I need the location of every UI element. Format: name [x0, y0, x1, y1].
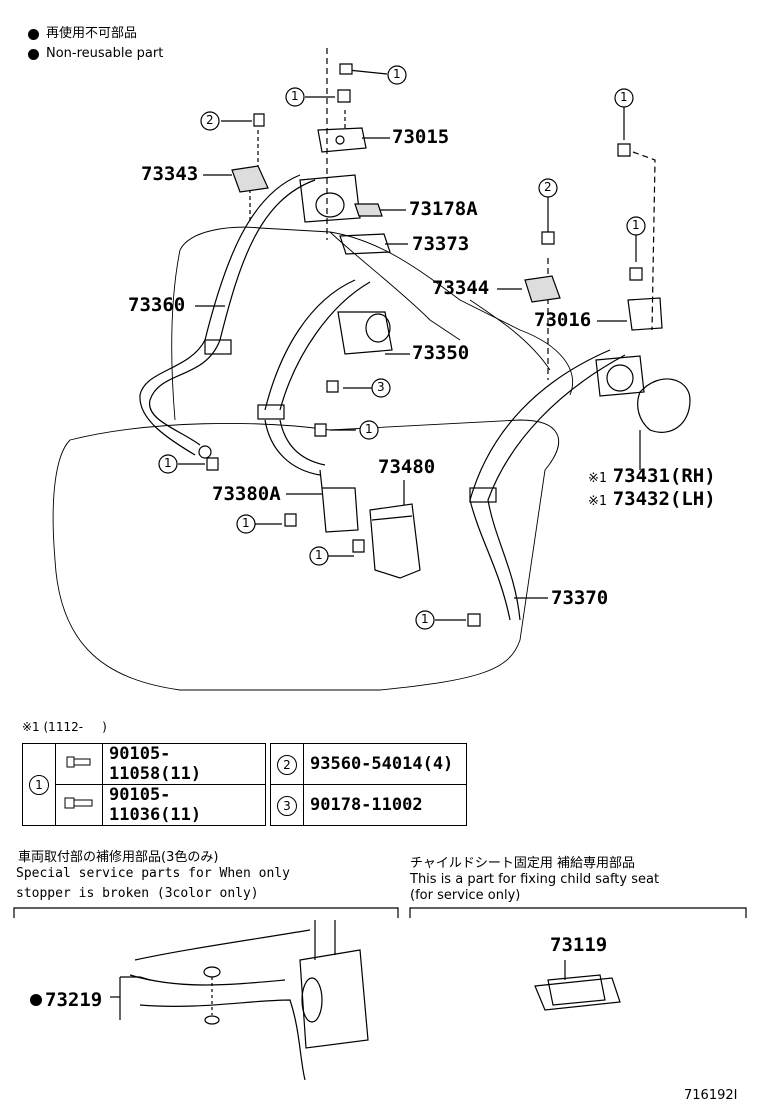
part-label-73431: ※1 73431(RH)	[588, 465, 716, 487]
bolt-icon	[314, 423, 327, 437]
left-note-title: 車両取付部の補修用部品(3色のみ)	[18, 850, 219, 865]
bom-cell-icon	[55, 784, 103, 826]
bottom-panels	[13, 907, 747, 918]
bolt-icon	[326, 380, 339, 393]
callout-1: 1	[365, 422, 373, 436]
callout-1: 1	[164, 456, 172, 470]
bolt-icon	[337, 89, 351, 103]
bom-cell-callout: 1	[22, 743, 56, 826]
legend-row-jp: 再使用不可部品	[28, 24, 163, 44]
non-reusable-dot-icon	[28, 28, 39, 40]
part-73431-text: 73431(RH)	[612, 465, 716, 487]
callout-1: 1	[242, 516, 250, 530]
part-73432-text: 73432(LH)	[612, 488, 716, 510]
part-label-73343: 73343	[141, 163, 199, 185]
seat-outline	[52, 226, 573, 691]
bom-table: 1 90105-11058(11) 2 93560-54014(4) 90105…	[22, 743, 467, 826]
part-73016-bracket	[627, 297, 663, 331]
bolt-icon	[339, 63, 353, 75]
callout-1-circle: 1	[29, 775, 49, 795]
part-label-73350: 73350	[412, 342, 470, 364]
bolt-icon	[284, 513, 297, 527]
part-label-73370: 73370	[551, 587, 609, 609]
left-note-line-2: stopper is broken (3color only)	[16, 886, 259, 901]
note-mark: ※1	[588, 471, 607, 486]
callout-2: 2	[544, 180, 552, 194]
part-label-73119: 73119	[550, 934, 608, 956]
bolt-icon	[467, 613, 481, 627]
callout-2: 2	[206, 113, 214, 127]
part-73373-plate	[339, 233, 391, 255]
non-reusable-dot-icon	[28, 48, 39, 60]
callout-3: 3	[377, 380, 385, 394]
table-row: 90105-11036(11) 3 90178-11002	[23, 784, 467, 826]
right-note-line-1: This is a part for fixing child safty se…	[410, 872, 660, 887]
callout-2-circle: 2	[277, 754, 297, 775]
bom-cell-icon	[55, 743, 103, 785]
part-label-73016: 73016	[534, 309, 592, 331]
figure-id: 716192I	[684, 1088, 738, 1103]
legend-en-text: Non-reusable part	[46, 46, 164, 61]
part-label-73219: 73219	[30, 989, 102, 1011]
bom-cell-callout: 2	[270, 743, 304, 785]
part-73015-bracket	[317, 127, 367, 153]
non-reusable-dot-icon	[30, 994, 42, 1006]
bolt-icon	[629, 267, 643, 281]
part-73178A-label	[354, 203, 383, 217]
part-label-73380A: 73380A	[212, 483, 281, 505]
part-label-73480: 73480	[378, 456, 436, 478]
note-mark: ※1	[588, 494, 607, 509]
part-73380A-buckle	[319, 469, 359, 533]
legend-jp-text: 再使用不可部品	[46, 26, 138, 41]
callout-1: 1	[620, 90, 628, 104]
part-label-73360: 73360	[128, 294, 186, 316]
callout-1: 1	[315, 548, 323, 562]
bom-cell-part: 93560-54014(4)	[303, 743, 467, 785]
flange-bolt-icon	[66, 756, 91, 768]
right-note-line-2: (for service only)	[410, 888, 521, 903]
bolt-icon	[206, 457, 219, 471]
callout-3-circle: 3	[277, 795, 297, 816]
leader-lines	[178, 48, 656, 621]
part-73344-cover	[524, 275, 561, 303]
bom-cell-part: 90105-11036(11)	[102, 784, 266, 826]
legend-row-en: Non-reusable part	[28, 44, 163, 64]
part-label-73432: ※1 73432(LH)	[588, 488, 716, 510]
part-73370-belt	[469, 349, 645, 621]
bolts	[206, 63, 643, 627]
part-label-73344: 73344	[432, 277, 490, 299]
bolt-icon	[541, 231, 555, 245]
callout-1: 1	[421, 612, 429, 626]
part-73343-cover	[231, 165, 269, 193]
right-note-title: チャイルドシート固定用 補給専用部品	[410, 856, 636, 871]
bolt-icon	[617, 143, 631, 157]
note-1-text: ※1 (1112- )	[22, 720, 107, 734]
part-73119-sketch	[534, 960, 621, 1011]
part-label-73178A: 73178A	[409, 198, 478, 220]
part-73360-belt	[139, 174, 361, 459]
table-row: 1 90105-11058(11) 2 93560-54014(4)	[22, 743, 467, 826]
legend: 再使用不可部品 Non-reusable part	[28, 24, 163, 64]
bolt-icon	[253, 113, 265, 127]
part-73350-center-retractor	[257, 279, 393, 476]
part-label-73015: 73015	[392, 126, 450, 148]
callout-1: 1	[291, 89, 299, 103]
part-73219-text: 73219	[45, 989, 103, 1011]
callout-1: 1	[393, 67, 401, 81]
part-label-73373: 73373	[412, 233, 470, 255]
hex-bolt-icon	[64, 797, 93, 809]
left-note-line-1: Special service parts for When only	[16, 866, 290, 881]
part-73480-buckle	[369, 503, 421, 579]
bom-cell-part: 90178-11002	[303, 784, 467, 826]
bom-cell-callout: 3	[270, 784, 304, 826]
callout-1: 1	[632, 218, 640, 232]
part-73431-cover	[637, 378, 691, 433]
part-73219-sketch	[110, 920, 369, 1081]
callout-circles	[158, 65, 646, 630]
bolt-icon	[352, 539, 365, 553]
bom-cell-part: 90105-11058(11)	[102, 743, 266, 785]
